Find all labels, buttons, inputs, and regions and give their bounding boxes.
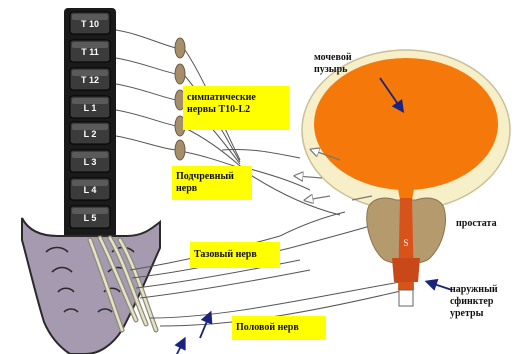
prostate-label-text: простата [456,218,497,230]
pudendal-pointer-arrow [200,314,210,338]
vertebra-label: T 12 [81,75,99,85]
nerve-roots [116,30,176,150]
pelvic-label-text: Тазовый нерв [194,249,276,261]
bladder-label-line2: пузырь [314,64,352,76]
vertebra-label: L 5 [84,213,97,223]
sympathetic-label-line2: нервы Т10-L2 [187,104,285,116]
vertebra-label: T 11 [81,47,99,57]
sphincter-pointer-arrow [428,282,452,290]
sphincter-label-line3: уретры [450,308,498,320]
vertebra-label: L 4 [84,185,97,195]
vertebra-label: L 3 [84,157,97,167]
pudendal-nerve-label: Половой нерв [232,316,326,340]
bladder-label-line1: мочевой [314,52,352,64]
sympathetic-label-line1: симпатические [187,92,285,104]
sympathetic-nerves-label: симпатические нервы Т10-L2 [183,86,289,130]
sphincter-label-line1: наружный [450,284,498,296]
hypogastric-label-line2: нерв [176,183,248,195]
pudendal-label-text: Половой нерв [236,322,322,334]
sphincter-label: наружный сфинктер уретры [450,284,498,320]
prostate-label: простата [456,218,497,230]
vertebra-label: T 10 [81,19,99,29]
hypogastric-label-line1: Подчревный [176,171,248,183]
hypogastric-nerve-label: Подчревный нерв [172,166,252,200]
segment-mark: S [403,238,408,248]
pelvic-nerve-label: Тазовый нерв [190,242,280,268]
bladder-label: мочевой пузырь [314,52,352,76]
pudendal-pointer-arrow-2 [176,340,184,354]
vertebra-label: L 2 [84,129,97,139]
vertebra-label: L 1 [84,103,97,113]
sphincter-label-line2: сфинктер [450,296,498,308]
